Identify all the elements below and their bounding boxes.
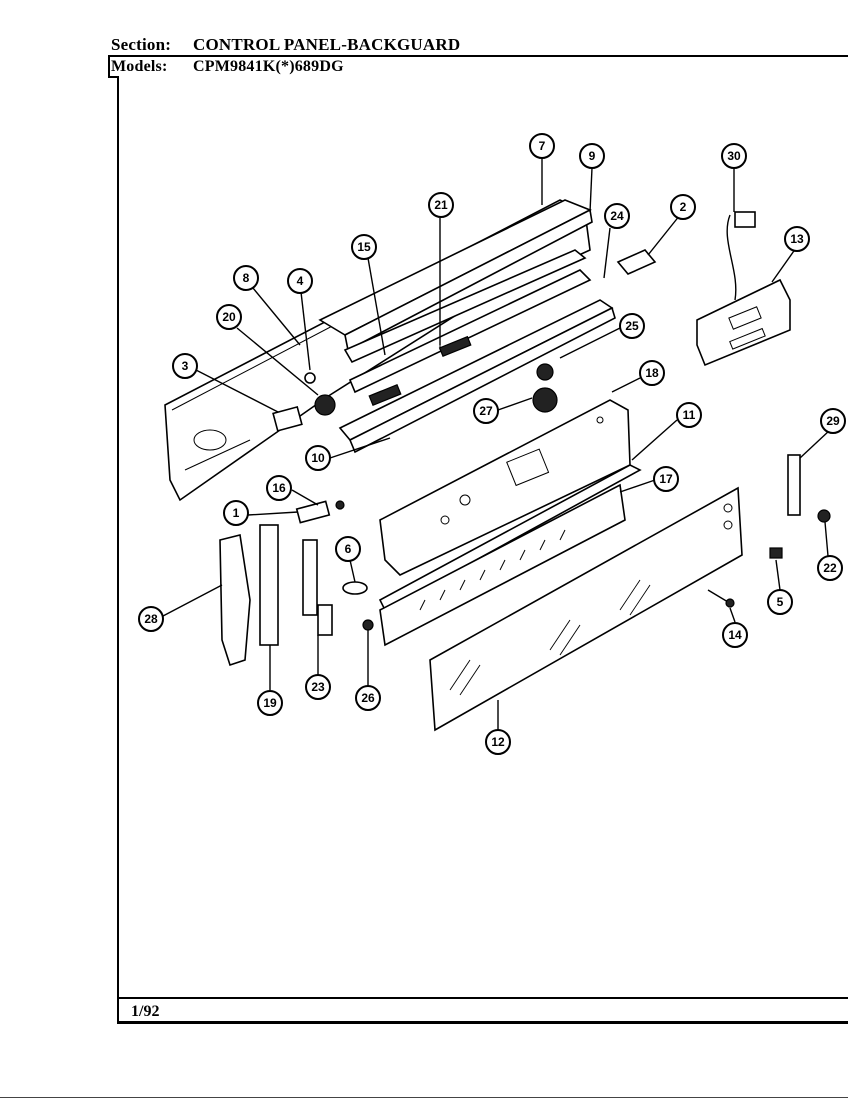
svg-text:13: 13 (790, 232, 804, 246)
section-title: CONTROL PANEL-BACKGUARD (193, 35, 461, 54)
lower-rail (338, 299, 616, 454)
callout-19: 19 (257, 690, 283, 716)
callout-20: 20 (216, 304, 242, 330)
models-label: Models: (111, 58, 168, 75)
small-parts-lower (342, 454, 831, 631)
frame-step (108, 76, 119, 78)
callout-14: 14 (722, 622, 748, 648)
svg-text:1: 1 (233, 506, 240, 520)
bracket-2 (616, 249, 657, 275)
svg-text:22: 22 (823, 561, 837, 575)
svg-text:18: 18 (645, 366, 659, 380)
svg-text:10: 10 (311, 451, 325, 465)
callout-16: 16 (266, 475, 292, 501)
svg-text:28: 28 (144, 612, 158, 626)
callout-26: 26 (355, 685, 381, 711)
svg-text:29: 29 (826, 414, 840, 428)
svg-text:17: 17 (659, 472, 673, 486)
vent-panel (379, 483, 626, 647)
svg-text:15: 15 (357, 240, 371, 254)
callout-17: 17 (653, 466, 679, 492)
svg-text:25: 25 (625, 319, 639, 333)
callout-25: 25 (619, 313, 645, 339)
callout-21: 21 (428, 192, 454, 218)
svg-text:5: 5 (777, 595, 784, 609)
svg-text:14: 14 (728, 628, 742, 642)
footer-rule-bottom (117, 1021, 848, 1024)
svg-text:11: 11 (683, 408, 696, 422)
svg-text:16: 16 (272, 481, 286, 495)
callout-15: 15 (351, 234, 377, 260)
rail-11 (378, 464, 642, 612)
callout-29: 29 (820, 408, 846, 434)
callout-8: 8 (233, 265, 259, 291)
callout-4: 4 (287, 268, 313, 294)
callout-30: 30 (721, 143, 747, 169)
callout-12: 12 (485, 729, 511, 755)
callout-5: 5 (767, 589, 793, 615)
callout-24: 24 (604, 203, 630, 229)
header-rule (108, 55, 848, 57)
callout-2: 2 (670, 194, 696, 220)
svg-text:6: 6 (345, 542, 352, 556)
svg-text:21: 21 (434, 198, 448, 212)
svg-text:23: 23 (311, 680, 325, 694)
svg-text:7: 7 (539, 139, 546, 153)
svg-text:20: 20 (222, 310, 236, 324)
svg-text:24: 24 (610, 209, 624, 223)
callout-11: 11 (676, 402, 702, 428)
callout-10: 10 (305, 445, 331, 471)
footer-rule-top (117, 997, 848, 999)
svg-text:27: 27 (479, 404, 493, 418)
page-edge-rule (0, 1097, 848, 1098)
left-brackets (219, 500, 345, 667)
small-parts-upper (272, 372, 336, 432)
svg-text:8: 8 (243, 271, 250, 285)
svg-text:30: 30 (727, 149, 741, 163)
svg-text:12: 12 (491, 735, 505, 749)
leader-lines (162, 158, 831, 730)
svg-text:9: 9 (589, 149, 596, 163)
callout-23: 23 (305, 674, 331, 700)
callout-18: 18 (639, 360, 665, 386)
callout-22: 22 (817, 555, 843, 581)
electronic-clock (696, 211, 791, 367)
callout-28: 28 (138, 606, 164, 632)
callout-6: 6 (335, 536, 361, 562)
svg-text:4: 4 (297, 274, 304, 288)
svg-text:2: 2 (680, 200, 687, 214)
callout-3: 3 (172, 353, 198, 379)
callout-9: 9 (579, 143, 605, 169)
section-label: Section: (111, 35, 172, 54)
callout-1: 1 (223, 500, 249, 526)
control-panel-body (379, 363, 631, 576)
callout-13: 13 (784, 226, 810, 252)
frame-left-upper (108, 55, 110, 77)
models-value: CPM9841K(*)689DG (193, 58, 344, 75)
svg-text:3: 3 (182, 359, 189, 373)
control-glass (429, 486, 743, 732)
footer-date: 1/92 (131, 1003, 160, 1020)
callout-7: 7 (529, 133, 555, 159)
svg-text:19: 19 (263, 696, 277, 710)
callout-27: 27 (473, 398, 499, 424)
frame-left (117, 77, 119, 1022)
svg-text:26: 26 (361, 691, 375, 705)
